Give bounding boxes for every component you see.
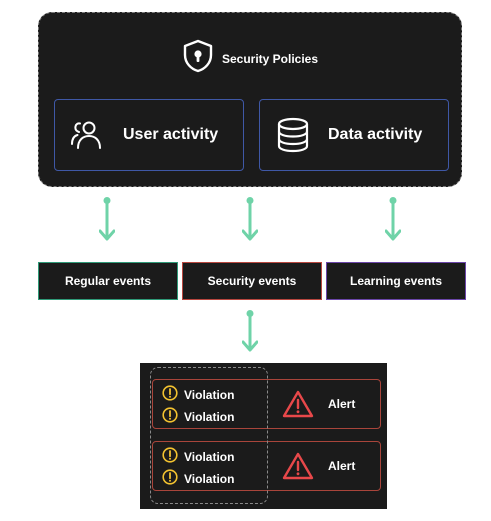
- user-activity-card: User activity: [54, 99, 244, 171]
- alerts-panel: Violation Violation Alert Violation Viol…: [140, 363, 387, 509]
- violation-label: Violation: [184, 387, 235, 402]
- violation-item: Violation: [162, 407, 234, 426]
- violation-label: Violation: [184, 471, 235, 486]
- users-icon: [65, 120, 111, 150]
- security-policies-panel: Security Policies User activity Data act…: [38, 12, 462, 187]
- regular-events-label: Regular events: [64, 274, 152, 288]
- warning-circle-icon: [162, 447, 178, 466]
- data-activity-label: Data activity: [328, 126, 423, 143]
- alert-triangle-icon: [282, 390, 314, 423]
- alert-label: Alert: [328, 397, 356, 411]
- policy-header: Security Policies: [39, 39, 461, 78]
- user-activity-label: User activity: [123, 126, 219, 143]
- violation-label: Violation: [184, 449, 235, 464]
- violation-label: Violation: [184, 409, 235, 424]
- data-activity-card: Data activity: [259, 99, 449, 171]
- violation-item: Violation: [162, 447, 234, 466]
- regular-events-box: Regular events: [38, 262, 178, 300]
- violation-item: Violation: [162, 469, 234, 488]
- alert-row: Violation Violation Alert: [152, 379, 381, 429]
- security-events-box: Security events: [182, 262, 322, 300]
- warning-circle-icon: [162, 407, 178, 426]
- arrow-down-icon: [385, 197, 401, 243]
- learning-events-label: Learning events: [349, 274, 443, 288]
- warning-circle-icon: [162, 469, 178, 488]
- alert-label: Alert: [328, 459, 356, 473]
- learning-events-box: Learning events: [326, 262, 466, 300]
- arrow-down-icon: [242, 310, 258, 354]
- policy-title: Security Policies: [221, 51, 319, 66]
- alert-triangle-icon: [282, 452, 314, 485]
- arrow-down-icon: [242, 197, 258, 243]
- database-icon: [270, 117, 316, 153]
- violation-item: Violation: [162, 385, 234, 404]
- warning-circle-icon: [162, 385, 178, 404]
- alert-row: Violation Violation Alert: [152, 441, 381, 491]
- violation-group-outline: [150, 367, 268, 504]
- security-events-label: Security events: [207, 274, 297, 288]
- shield-lock-icon: [182, 39, 214, 78]
- arrow-down-icon: [99, 197, 115, 243]
